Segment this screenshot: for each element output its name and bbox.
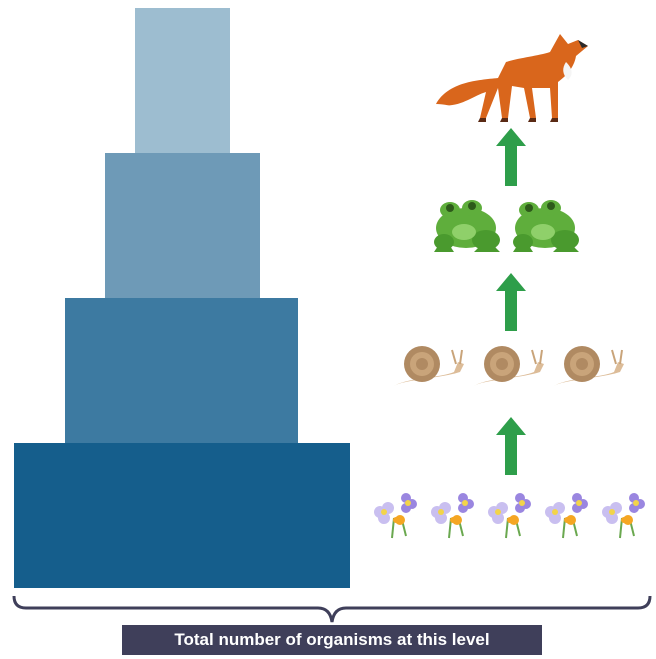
bottom-brace <box>0 0 656 630</box>
caption-label: Total number of organisms at this level <box>122 625 542 655</box>
